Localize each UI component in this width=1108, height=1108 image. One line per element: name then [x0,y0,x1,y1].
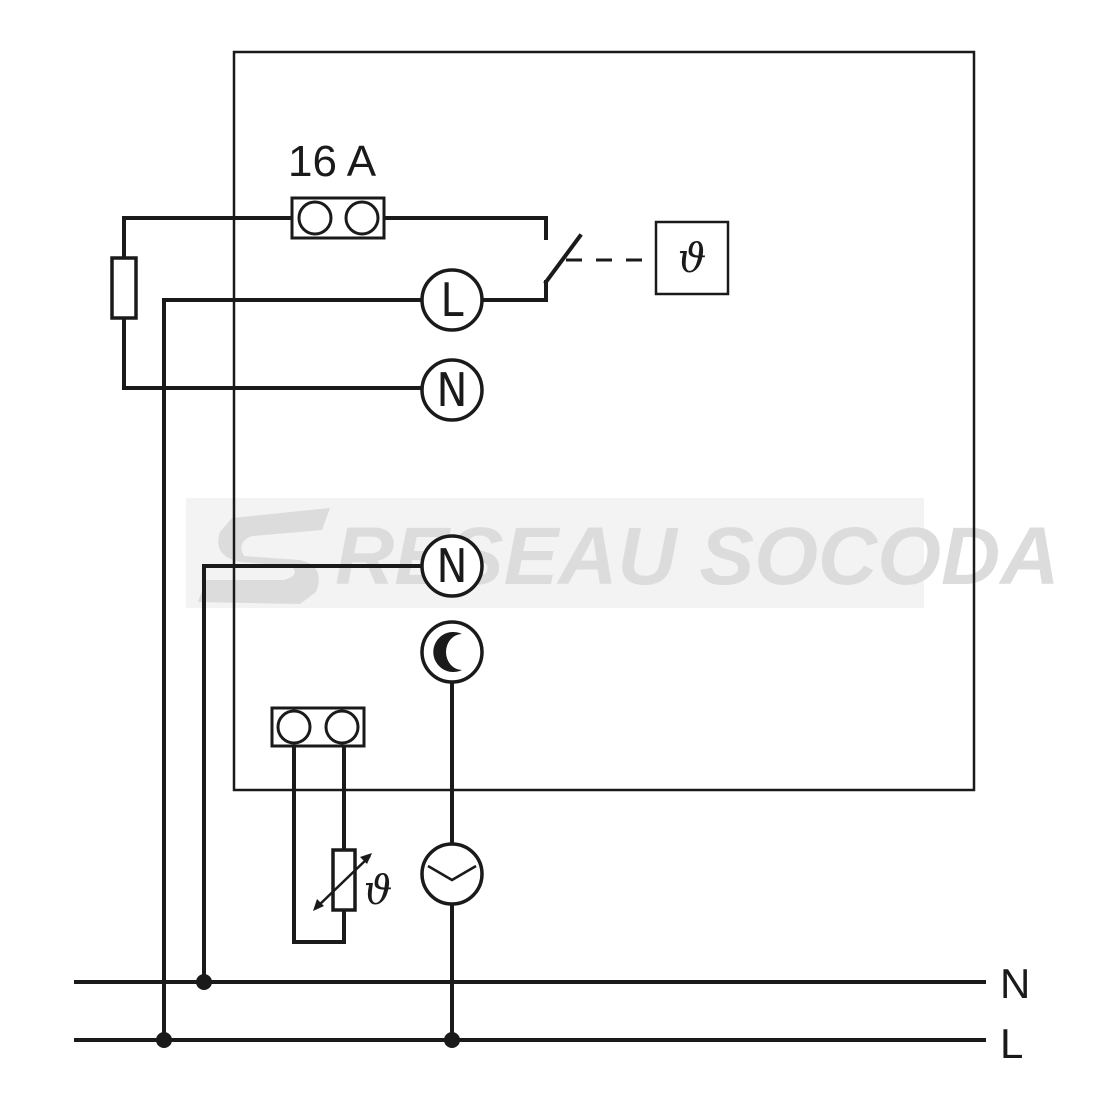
watermark: RESEAU SOCODA [186,498,1059,608]
moon-icon [433,632,462,672]
terminal-l-top-label: L [440,273,463,327]
terminal-n-top-label: N [437,363,468,417]
junction-neutral [196,974,212,990]
switch-icon [543,233,583,285]
resistor-icon [110,256,138,320]
terminal-n-bottom: N [420,534,484,598]
terminal-n-top: N [420,358,484,422]
rail-label-n: N [1000,960,1030,1007]
device-enclosure [232,50,976,792]
logo-s-icon [198,508,330,604]
fuse-terminal-block [290,196,386,240]
terminal-l-top: L [420,268,484,332]
terminal-n-bottom-label: N [437,539,468,593]
wires [74,216,986,1042]
junction-live-left [156,1032,172,1048]
clock-icon [420,842,484,906]
variable-resistor-icon [313,848,372,912]
thermostat-element: ϑ [654,220,730,296]
junction-live-right [444,1032,460,1048]
moon-terminal [420,620,484,684]
sensor-terminal-block [270,706,366,748]
rail-label-l: L [1000,1020,1023,1067]
sensor-symbol: ϑ [364,868,393,914]
thermostat-symbol: ϑ [678,236,707,282]
fuse-label: 16 A [288,137,377,186]
